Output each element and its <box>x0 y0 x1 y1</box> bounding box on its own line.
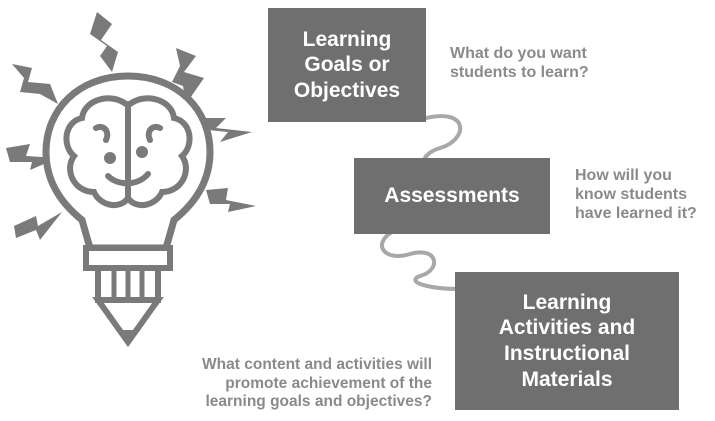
arrow-assessments-to-activities <box>380 230 488 291</box>
bolt-icon <box>12 64 58 104</box>
bolt-icon <box>90 12 118 72</box>
question-assess: How will you know students have learned … <box>575 167 697 223</box>
learning-goals-label: Learning Goals or Objectives <box>293 27 401 102</box>
lightbulb-pencil-icon <box>42 72 214 348</box>
question-content: What content and activities will promote… <box>202 356 432 411</box>
learning-goals-box: Learning Goals or Objectives <box>268 8 426 122</box>
learning-activities-box: Learning Activities and Instructional Ma… <box>455 272 679 410</box>
bolt-icon <box>206 188 256 212</box>
assessments-label: Assessments <box>384 184 520 207</box>
brain-smiley-icon <box>63 95 193 209</box>
bolt-icon <box>204 118 252 142</box>
learning-activities-label: Learning Activities and Instructional Ma… <box>498 290 636 391</box>
bolt-icon <box>172 48 204 104</box>
question-learn: What do you want students to learn? <box>450 45 589 82</box>
assessments-box: Assessments <box>354 158 550 234</box>
bolt-icon <box>14 212 62 240</box>
lightning-bolts <box>6 12 256 240</box>
